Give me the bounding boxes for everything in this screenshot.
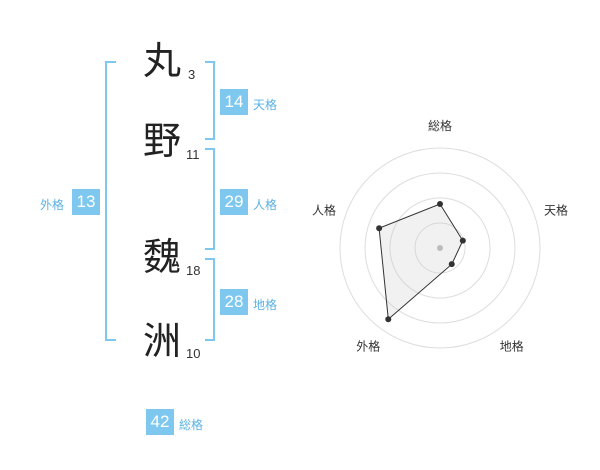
radar-ring-1 (414, 222, 466, 274)
chikaku-bracket (205, 258, 215, 341)
name-char-2: 野 (143, 119, 182, 163)
name-char-3: 魏 (143, 235, 182, 279)
stroke-count-2: 11 (186, 147, 200, 162)
soukaku-score-badge: 42 (146, 409, 174, 435)
radar-point-2 (459, 237, 466, 244)
soukaku-label: 総格 (179, 418, 204, 432)
jinkaku-score-badge: 29 (220, 189, 248, 215)
stroke-count-3: 18 (186, 263, 201, 278)
radar-axis-label-4: 外格 (356, 339, 380, 354)
jinkaku-label: 人格 (253, 198, 278, 212)
radar-ring-3 (364, 172, 516, 324)
radar-axis-label-5: 人格 (312, 202, 336, 217)
jinkaku-bracket (205, 148, 215, 250)
stroke-count-1: 3 (188, 67, 196, 82)
tenkaku-score-badge: 14 (220, 89, 248, 115)
gaikaku-bracket (105, 61, 116, 341)
tenkaku-bracket (205, 61, 215, 140)
radar-axis-label-2: 天格 (544, 202, 568, 217)
radar-area (378, 203, 464, 321)
radar-center-dot (437, 245, 443, 251)
name-char-1: 丸 (143, 39, 182, 83)
radar-ring-4 (339, 147, 541, 349)
tenkaku-label: 天格 (253, 98, 278, 112)
radar-ring-2 (389, 197, 491, 299)
radar-axis-label-3: 地格 (500, 339, 524, 354)
radar-point-3 (448, 261, 455, 268)
name-char-4: 洲 (143, 319, 182, 363)
radar-point-5 (376, 225, 383, 232)
chikaku-label: 地格 (253, 298, 278, 312)
gaikaku-label: 外格 (40, 198, 65, 212)
stroke-count-4: 10 (186, 346, 201, 361)
chikaku-score-badge: 28 (220, 289, 248, 315)
radar-point-4 (385, 316, 392, 323)
radar-point-1 (437, 201, 443, 207)
gaikaku-score-badge: 13 (72, 189, 100, 215)
radar-axis-label-1: 総格 (428, 118, 452, 133)
